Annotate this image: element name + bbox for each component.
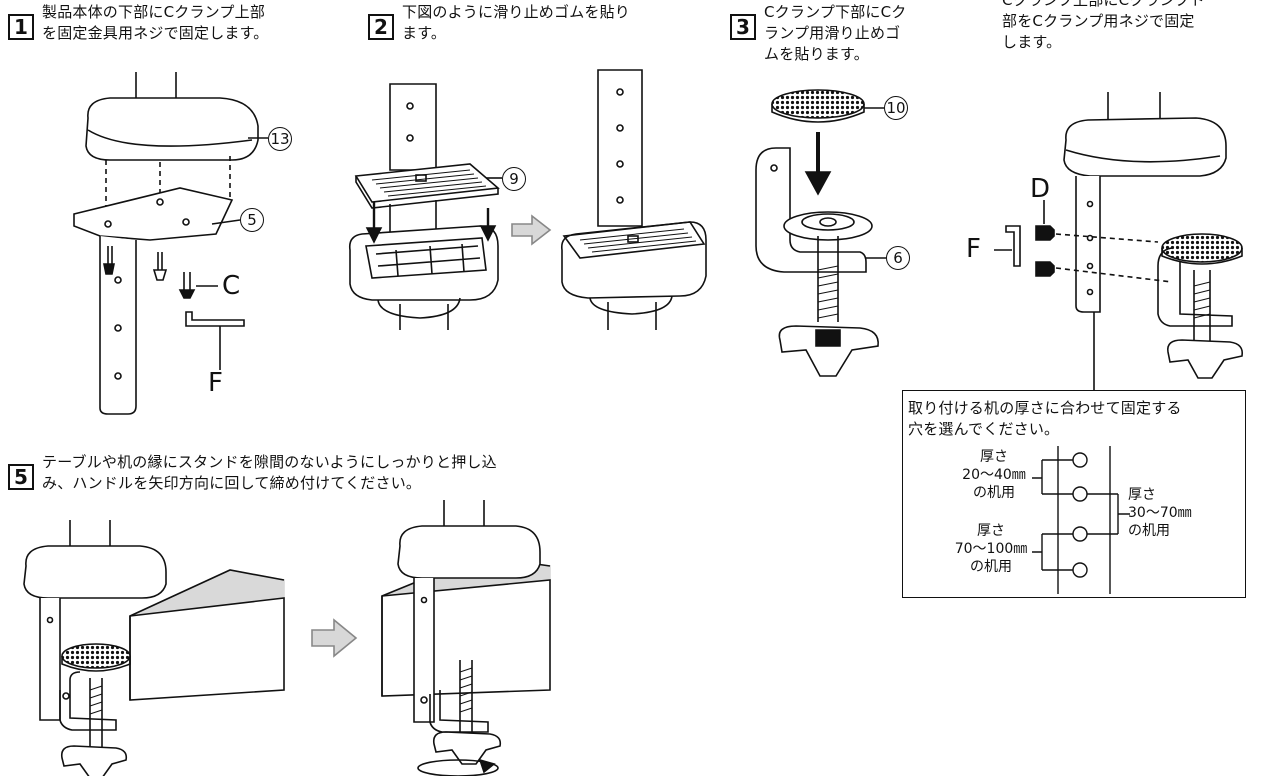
step-1-number: 1	[8, 14, 34, 40]
step-2-text: 下図のように滑り止めゴムを貼り ます。	[402, 3, 631, 42]
step-4-text: Cクランプ上部にCクランプト 部をCクランプ用ネジで固定 します。	[1002, 0, 1205, 51]
step-2-number: 2	[368, 14, 394, 40]
thickness-note-title: 取り付ける机の厚さに合わせて固定する 穴を選んでください。	[908, 399, 1182, 438]
step-5-text: テーブルや机の縁にスタンドを隙間のないようにしっかりと押し込 み、ハンドルを矢印…	[42, 453, 497, 492]
part-f-label-2: F	[966, 234, 981, 264]
thickness-note-box	[902, 390, 1246, 598]
thickness-30-70-label: 厚さ 30〜70㎜ の机用	[1128, 487, 1192, 539]
part-13-label: 13	[268, 127, 292, 151]
part-6-label: 6	[886, 246, 910, 270]
step-3-text: Cクランプ下部にCク ランプ用滑り止めゴ ムを貼ります。	[764, 3, 907, 63]
thickness-20-40-label: 厚さ 20〜40㎜ の机用	[962, 449, 1026, 501]
part-f-label-1: F	[208, 368, 223, 398]
part-c-label: C	[222, 271, 241, 301]
part-d-label: D	[1030, 174, 1051, 204]
thickness-70-100-label: 厚さ 70〜100㎜ の机用	[954, 523, 1028, 575]
part-9-label: 9	[502, 167, 526, 191]
part-5-label: 5	[240, 208, 264, 232]
step-5-number: 5	[8, 464, 34, 490]
step-1-text: 製品本体の下部にCクランプ上部 を固定金具用ネジで固定します。	[42, 3, 269, 42]
step-3-number: 3	[730, 14, 756, 40]
part-10-label: 10	[884, 96, 908, 120]
